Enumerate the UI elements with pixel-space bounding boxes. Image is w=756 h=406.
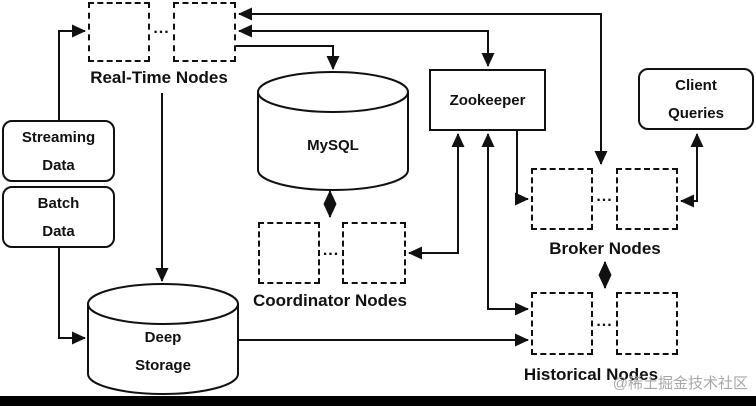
client-queries-label-line1: Client [675,76,717,94]
coordinator-node-box-2 [342,222,406,284]
arrow-batch-to-deepstorage [58,248,86,345]
arrow-streaming-to-realtime [58,24,86,120]
arrow-realtime-to-mysql [236,45,340,70]
arrow-broker-client [680,133,704,208]
historical-nodes-ellipsis: ... [596,313,613,330]
footer-bar [0,396,756,406]
broker-nodes-ellipsis: ... [596,188,613,205]
arrow-zookeeper-to-broker [515,131,529,206]
deep-storage-label-line1: Deep [144,328,182,346]
batch-data-node: Batch Data [2,186,115,248]
streaming-data-label-line2: Data [42,156,75,174]
zookeeper-label: Zookeeper [449,91,526,109]
broker-nodes-label: Broker Nodes [549,239,661,258]
real-time-nodes-ellipsis: ... [153,20,170,37]
historical-node-box-1 [531,292,593,355]
arrow-realtime-broker [238,7,608,165]
watermark-text: @稀土掘金技术社区 [612,375,748,392]
broker-node-box-1 [531,168,593,230]
coordinator-nodes-ellipsis: ... [322,242,340,259]
coordinator-nodes-label: Coordinator Nodes [253,291,407,310]
client-queries-label-line2: Queries [668,104,724,122]
batch-data-label-line2: Data [42,222,75,240]
historical-nodes-label: Historical Nodes [523,365,659,384]
real-time-nodes-label: Real-Time Nodes [90,68,228,87]
arrow-zookeeper-historical [481,133,529,316]
mysql-cylinder [257,71,409,191]
deep-storage-cylinder [87,283,239,395]
mysql-label-text: MySQL [307,136,359,154]
historical-node-box-2 [616,292,678,355]
real-time-node-box-1 [88,2,150,62]
client-queries-node: Client Queries [638,68,754,130]
streaming-data-label-line1: Streaming [21,128,96,146]
streaming-data-node: Streaming Data [2,120,115,182]
arrow-realtime-zookeeper [238,24,495,67]
deep-storage-label-line2: Storage [135,356,191,374]
batch-data-label-line1: Batch [37,194,80,212]
zookeeper-node: Zookeeper [429,69,546,131]
broker-node-box-2 [616,168,678,230]
coordinator-node-box-1 [258,222,320,284]
mysql-label: MySQL [258,130,408,160]
arrow-coordinator-zookeeper [408,133,465,260]
real-time-node-box-2 [173,2,236,62]
deep-storage-label: Deep Storage [88,320,238,382]
